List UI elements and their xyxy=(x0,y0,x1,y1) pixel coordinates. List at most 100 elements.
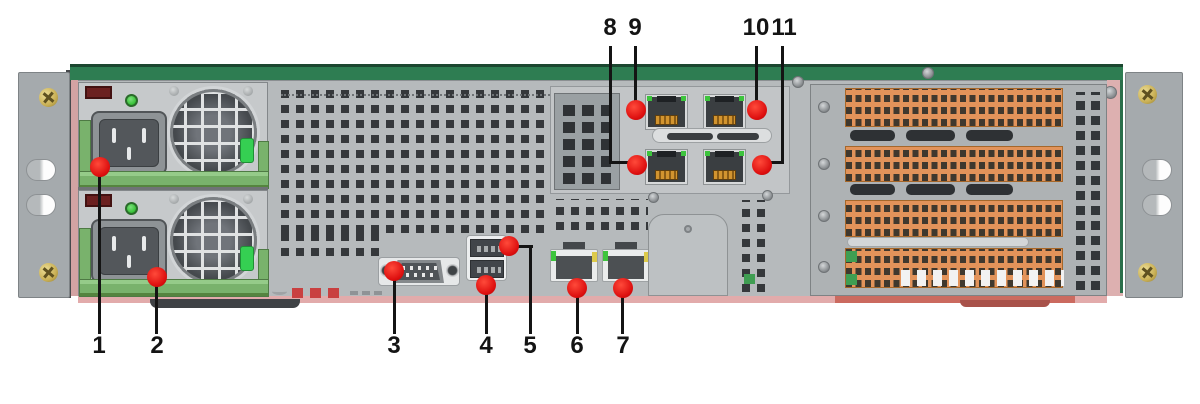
link-led-green xyxy=(603,251,608,261)
vent-mesh xyxy=(281,85,550,233)
screw-icon xyxy=(1138,85,1157,104)
callout-label-6: 6 xyxy=(570,332,584,359)
mounting-hole xyxy=(26,159,56,181)
psu-fan-grille xyxy=(167,86,260,179)
riser-ethernet-port-lower-right xyxy=(703,149,746,185)
rj45-contacts xyxy=(713,170,736,180)
certification-mark xyxy=(362,291,370,295)
slot-cover-handle xyxy=(966,130,1013,141)
callout-line-1 xyxy=(98,170,101,334)
screw-icon xyxy=(243,86,253,96)
callout-line-8 xyxy=(609,161,631,164)
ac-pin-slot xyxy=(142,128,146,143)
slot-cover-handle xyxy=(850,130,895,141)
chassis-bottom-handle xyxy=(150,299,300,308)
ac-pin-slot xyxy=(127,147,131,160)
callout-dot-9 xyxy=(626,100,646,120)
rj45-tab xyxy=(715,96,734,102)
link-led-green xyxy=(681,96,686,101)
chassis-left-trim xyxy=(71,80,78,296)
riser-blank-bracket xyxy=(554,93,620,190)
slot-cover-4 xyxy=(845,248,1064,288)
screw-icon xyxy=(818,210,830,222)
left-mounting-ear xyxy=(18,72,70,298)
psu-release-tab xyxy=(240,246,254,271)
riser-ethernet-port-lower-left xyxy=(645,149,688,185)
chassis-top-rail xyxy=(70,64,1123,81)
callout-line-11 xyxy=(762,161,784,164)
link-led-green xyxy=(551,251,556,261)
callout-label-11: 11 xyxy=(771,14,797,41)
certification-mark xyxy=(374,291,382,295)
callout-line-11 xyxy=(781,46,784,164)
rj45-contacts xyxy=(655,170,678,180)
callout-label-1: 1 xyxy=(92,332,106,359)
screw-icon xyxy=(818,261,830,273)
rj45-contacts xyxy=(655,115,678,125)
power-supply-unit-2 xyxy=(78,190,269,297)
callout-line-9 xyxy=(634,46,637,104)
blank-filler-plate xyxy=(648,214,728,296)
callout-line-3 xyxy=(393,274,396,334)
link-led-green xyxy=(705,151,710,156)
slot-cover-green-mark xyxy=(846,274,857,285)
callout-label-7: 7 xyxy=(616,332,630,359)
callout-line-6 xyxy=(576,290,579,334)
callout-label-8: 8 xyxy=(603,14,617,41)
psu-latch xyxy=(85,86,112,99)
slot-cover-vent-row xyxy=(901,270,1064,286)
power-supply-unit-1 xyxy=(78,82,269,189)
screw-icon xyxy=(818,158,830,170)
callout-label-9: 9 xyxy=(628,14,642,41)
callout-label-5: 5 xyxy=(523,332,537,359)
ac-pin-slot xyxy=(112,236,116,251)
link-led-green xyxy=(681,151,686,156)
link-led-green xyxy=(647,151,652,156)
psu-fan-grille xyxy=(167,194,260,287)
callout-line-2 xyxy=(155,280,158,334)
riser-pull-handle xyxy=(652,128,772,143)
usb-port-upper xyxy=(470,239,504,257)
slot-cover-handle xyxy=(850,184,895,195)
callout-line-5 xyxy=(529,245,532,334)
cage-vent-column xyxy=(1076,92,1106,290)
callout-dot-6 xyxy=(567,278,587,298)
screw-icon xyxy=(1138,263,1157,282)
screw-icon xyxy=(169,194,179,204)
slot-cover-2 xyxy=(845,146,1063,182)
callout-line-5 xyxy=(509,245,533,248)
screw-icon xyxy=(648,192,659,203)
callout-dot-7 xyxy=(613,278,633,298)
link-led-green xyxy=(705,96,710,101)
mounting-hole xyxy=(1142,194,1172,216)
certification-mark xyxy=(310,288,321,298)
slot-cover-3 xyxy=(845,200,1063,237)
slot-cover-green-mark xyxy=(846,251,857,262)
slot-cover-1 xyxy=(845,88,1063,127)
link-led-green xyxy=(647,96,652,101)
screw-icon xyxy=(446,264,459,277)
link-led-green xyxy=(739,151,744,156)
callout-line-10 xyxy=(755,46,758,102)
rj45-tab xyxy=(657,151,676,157)
vent-mesh xyxy=(556,199,648,230)
vent-mesh xyxy=(281,233,381,256)
screw-icon xyxy=(792,76,804,88)
callout-dot-1 xyxy=(90,157,110,177)
plate-hole xyxy=(684,225,692,233)
callout-dot-4 xyxy=(476,275,496,295)
callout-line-8 xyxy=(609,46,612,164)
riser-ethernet-port-upper-left xyxy=(645,94,688,130)
activity-led-yellow xyxy=(644,252,649,262)
callout-dot-5 xyxy=(499,236,519,256)
certification-mark xyxy=(272,288,287,295)
usb-connector-tongue xyxy=(474,267,501,273)
psu-bay-divider xyxy=(78,187,268,190)
screw-icon xyxy=(243,194,253,204)
riser-ethernet-port-upper-right xyxy=(703,94,746,130)
rj45-tab xyxy=(715,151,734,157)
chassis-right-green-edge xyxy=(1120,80,1123,293)
callout-dot-3 xyxy=(384,261,404,281)
chassis-right-trim xyxy=(1107,80,1123,296)
screw-icon xyxy=(39,263,58,282)
